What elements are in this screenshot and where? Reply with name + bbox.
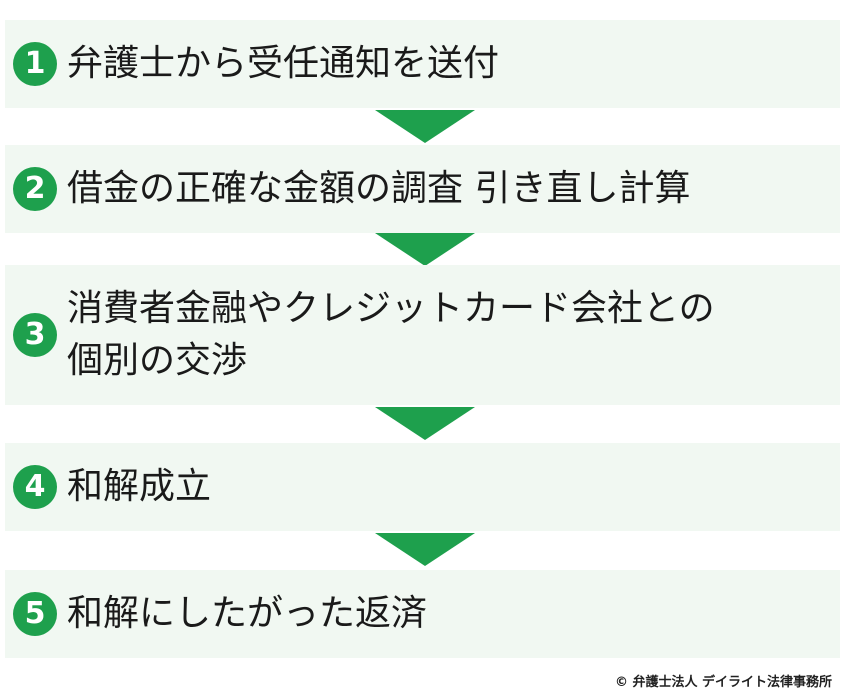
step-5-label: 和解にしたがった返済 — [67, 593, 428, 634]
down-arrow-icon — [375, 533, 475, 566]
step-5-number-badge: 5 — [13, 592, 57, 636]
step-3-number-badge: 3 — [13, 313, 57, 357]
step-1-box: 1 弁護士から受任通知を送付 — [5, 20, 840, 108]
copyright-notice: © 弁護士法人 デイライト法律事務所 — [614, 675, 832, 690]
step-5-box: 5 和解にしたがった返済 — [5, 570, 840, 658]
down-arrow-icon — [375, 110, 475, 143]
down-arrow-icon — [375, 233, 475, 266]
step-4-box: 4 和解成立 — [5, 443, 840, 531]
step-1-number-badge: 1 — [13, 42, 57, 86]
step-3-label: 消費者金融やクレジットカード会社との 個別の交渉 — [67, 288, 715, 381]
step-2-number-badge: 2 — [13, 167, 57, 211]
step-1-label: 弁護士から受任通知を送付 — [67, 43, 500, 84]
down-arrow-icon — [375, 407, 475, 440]
step-4-label: 和解成立 — [67, 466, 212, 507]
step-2-box: 2 借金の正確な金額の調査 引き直し計算 — [5, 145, 840, 233]
step-4-number-badge: 4 — [13, 465, 57, 509]
step-3-box: 3 消費者金融やクレジットカード会社との 個別の交渉 — [5, 265, 840, 405]
step-2-label: 借金の正確な金額の調査 引き直し計算 — [67, 168, 691, 209]
